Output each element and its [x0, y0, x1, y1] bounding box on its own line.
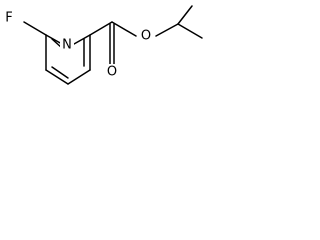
fluorine-label: F: [5, 11, 12, 26]
bond-c4-c5: [45, 69, 69, 85]
bond-ch-me2: [177, 23, 203, 39]
fluorine-label-bg: [2, 10, 16, 26]
bond-ester-o-ch: [155, 23, 179, 37]
bond-c6-f: [23, 21, 47, 36]
carbonyl-oxygen-label-bg: [104, 64, 120, 80]
ring-nitrogen-label-bg: [60, 37, 74, 53]
bond-ch-me1: [177, 5, 193, 25]
inner-bond-c4-c5: [51, 66, 69, 79]
carbonyl-oxygen-label: O: [107, 65, 117, 80]
bond-c3-c4: [67, 69, 91, 85]
pyridine-ring: [45, 34, 91, 85]
ester-oxygen-label: O: [141, 29, 151, 44]
bond-c6-n1: [45, 34, 63, 45]
molecule-structure: F N O O: [2, 5, 203, 85]
ring-nitrogen-label: N: [62, 38, 72, 53]
ester-oxygen-label-bg: [138, 28, 154, 44]
substituents: [23, 5, 203, 65]
bond-c2-carbonyl: [89, 21, 113, 36]
bond-n1-c2: [73, 34, 91, 45]
bond-carbonyl-ester-o: [111, 21, 137, 37]
atom-labels: F N O O: [2, 10, 154, 80]
